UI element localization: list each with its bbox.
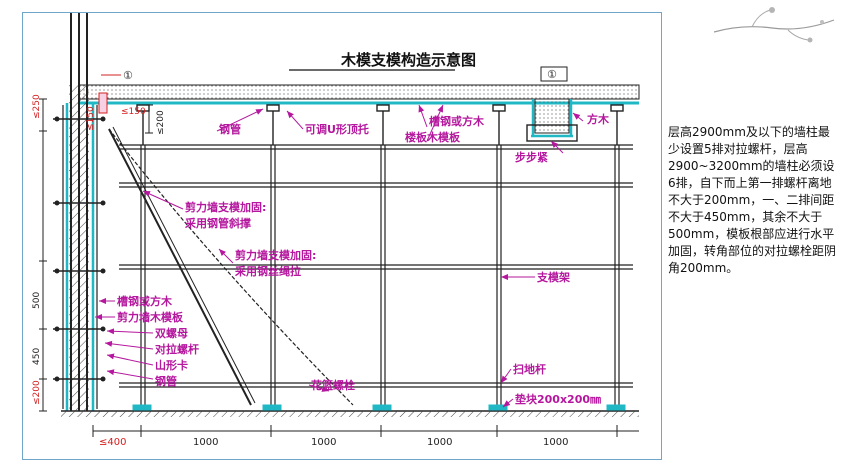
dim-le-200-bottom: ≤200	[32, 380, 42, 405]
ink-branch-decoration	[713, 7, 835, 43]
section-mark-left: ①	[123, 69, 133, 82]
label-formwork-board: 楼板木模板	[405, 130, 461, 144]
label-mountain-clip: 山形卡	[155, 358, 188, 372]
wire-rope	[108, 128, 354, 406]
label-double-nut: 双螺母	[155, 326, 188, 340]
label-tie-bolt: 对拉螺杆	[155, 342, 199, 356]
label-pad-block: 垫块200x200㎜	[515, 392, 601, 406]
label-channel-or-timber-top: 槽钢或方木	[429, 114, 485, 128]
formwork-diagram: 木模支模构造示意图	[32, 13, 640, 448]
bottom-dimension-line	[92, 425, 639, 437]
u-head-supports	[136, 104, 624, 145]
label-support-frame: 支模架	[536, 270, 570, 284]
label-turnbuckle: 花篮螺栓	[311, 378, 355, 392]
dim-le-400: ≤400	[99, 437, 126, 448]
dim-spacing-4: 1000	[543, 437, 568, 448]
diagram-frame: 木模支模构造示意图	[22, 12, 662, 460]
pad-blocks	[132, 404, 626, 411]
label-wall-formwork: 剪力墙木模板	[117, 310, 184, 324]
dim-le-250: ≤250	[32, 94, 42, 119]
side-note-text: 层高2900mm及以下的墙柱最少设置5排对拉螺杆，层高2900~3200mm的墙…	[668, 125, 837, 275]
beam-section	[534, 98, 570, 134]
label-sweep-bar: 扫地杆	[513, 362, 546, 376]
floor-slab	[78, 84, 640, 100]
corner-block	[98, 92, 108, 114]
leader-lines	[95, 104, 584, 408]
label-channel-or-timber-left: 槽钢或方木	[117, 294, 173, 308]
dim-spacing-3: 1000	[427, 437, 452, 448]
dim-200-marker	[145, 104, 153, 134]
ground-hatch	[61, 411, 639, 417]
left-dimension-line	[39, 98, 47, 412]
tie-bolt-rows	[53, 118, 105, 380]
label-brace-sub-1: 采用钢管斜撑	[184, 216, 251, 230]
dim-spacing-2: 1000	[311, 437, 336, 448]
label-brace-title-2: 剪力墙支模加固:	[235, 248, 316, 262]
dim-500: 500	[32, 292, 42, 309]
label-adjustable-u-support: 可调U形顶托	[305, 122, 369, 136]
diagonal-brace-2	[112, 126, 256, 404]
section-mark-right: ①	[547, 68, 557, 81]
label-steel-pipe-bottom: 钢管	[155, 374, 177, 388]
dim-le-150-horizontal: ≤150	[121, 107, 146, 117]
section-marker-left: ①	[101, 69, 133, 82]
dim-450: 450	[32, 348, 42, 365]
label-steel-pipe-top: 钢管	[219, 122, 241, 136]
dim-le-200: ≤200	[156, 110, 166, 135]
label-brace-sub-2: 采用钢丝绳拉	[234, 264, 301, 278]
dim-le-150-vertical: ≤150	[86, 106, 96, 131]
label-brace-title-1: 剪力墙支模加固:	[185, 200, 266, 214]
diagram-title: 木模支模构造示意图	[340, 51, 476, 69]
diagonal-brace	[108, 128, 252, 406]
label-step-clamp: 步步紧	[515, 150, 548, 164]
dim-spacing-1: 1000	[193, 437, 218, 448]
section-marker-right: ①	[540, 66, 568, 82]
label-timber-right: 方木	[587, 112, 610, 126]
tie-bolt-nuts	[54, 116, 106, 382]
